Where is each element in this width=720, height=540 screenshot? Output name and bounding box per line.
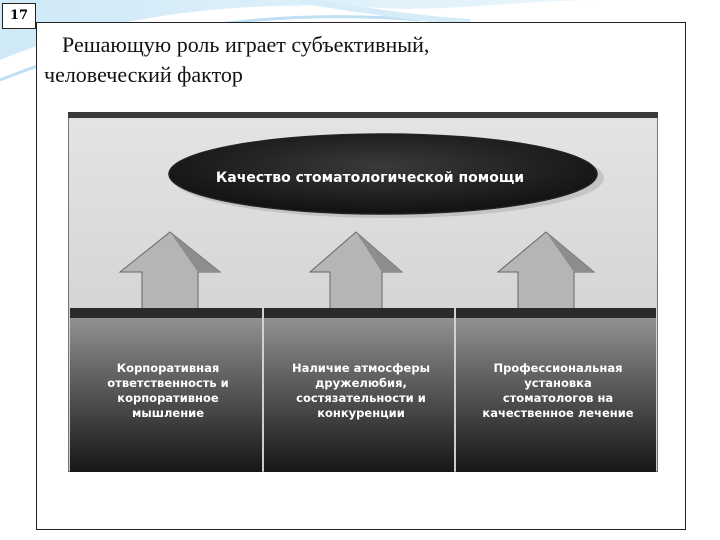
pillar-2 — [264, 308, 454, 472]
oval-label: Качество стоматологической помощи — [215, 170, 525, 186]
pillar-label-2: Наличие атмосферы дружелюбия, состязател… — [266, 361, 456, 421]
pillar-2-line-1: Наличие атмосферы — [291, 361, 430, 375]
title-line-1: Решающую роль играет субъективный, — [62, 32, 430, 57]
pillar-3-line-2: установка — [524, 376, 592, 390]
slide-number: 17 — [2, 3, 36, 29]
pillar-2-line-2: дружелюбия, — [315, 376, 407, 390]
slide-title: Решающую роль играет субъективный, челов… — [44, 30, 664, 90]
pillar-label-1: Корпоративная ответственность и корпорат… — [72, 361, 264, 421]
arrow-up-2 — [308, 231, 404, 313]
pillar-3-line-4: качественное лечение — [482, 406, 634, 420]
pillar-1-line-4: мышление — [131, 406, 205, 420]
arrow-up-3 — [496, 231, 596, 313]
pillar-1-line-2: ответственность и — [107, 376, 229, 390]
pillar-1 — [70, 308, 262, 472]
pillar-1-line-3: корпоративное — [117, 391, 219, 405]
pillar-1-line-1: Корпоративная — [116, 361, 220, 375]
pillar-3-line-1: Профессиональная — [493, 361, 623, 375]
pillar-2-line-3: состязательности и — [296, 391, 426, 405]
oval-quality-care — [168, 133, 598, 215]
arrow-up-1 — [118, 231, 222, 313]
pillar-2-line-4: конкуренции — [317, 406, 405, 420]
pillar-label-3: Профессиональная установка стоматологов … — [458, 361, 658, 421]
pillar-3-line-3: стоматологов на — [502, 391, 614, 405]
title-line-2: человеческий фактор — [44, 62, 243, 87]
diagram-graphic — [68, 112, 658, 472]
pillar-3 — [456, 308, 656, 472]
